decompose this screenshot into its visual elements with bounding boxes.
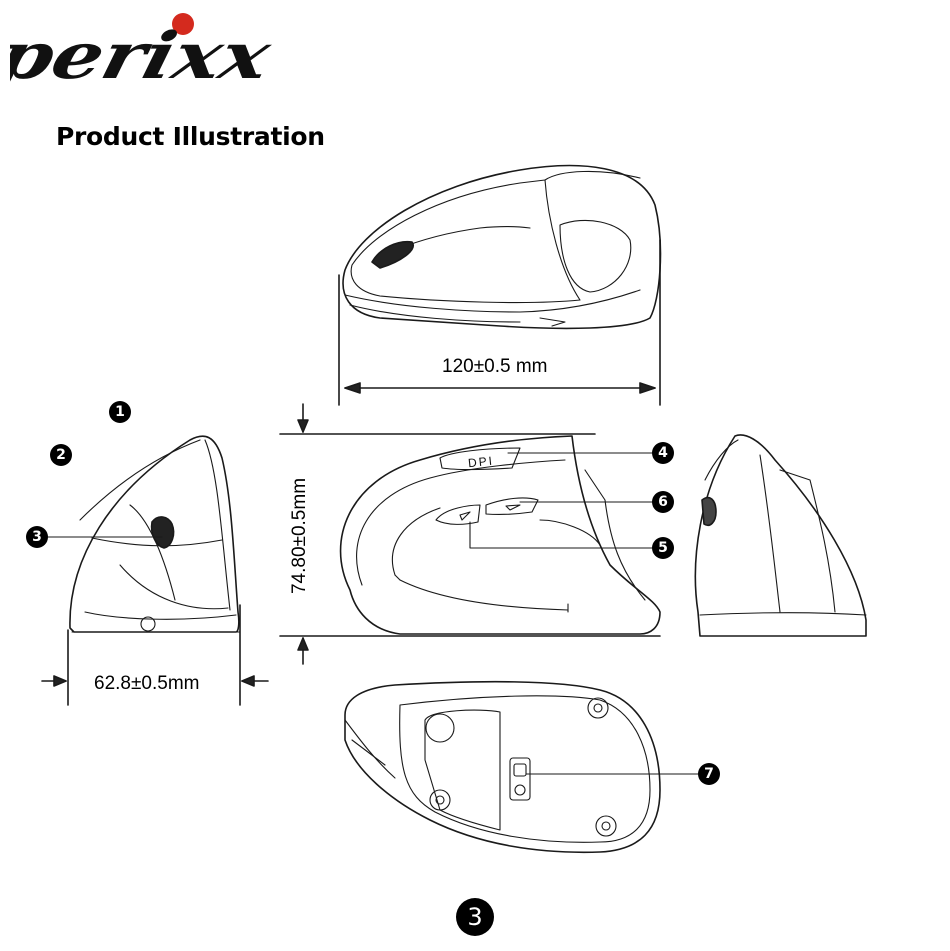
top-view-illustration — [343, 166, 660, 329]
callout-6: 6 — [652, 491, 674, 513]
front-view-illustration — [70, 436, 240, 632]
callout-3: 3 — [26, 526, 48, 548]
dpi-button-label: DPI — [467, 454, 494, 471]
callout-1: 1 — [109, 401, 131, 423]
page-number: 3 — [456, 898, 494, 936]
length-dimension: 120±0.5 mm — [442, 356, 547, 378]
callout-7: 7 — [698, 763, 720, 785]
callout-2: 2 — [50, 444, 72, 466]
rear-view-illustration — [695, 435, 866, 636]
callout-5: 5 — [652, 537, 674, 559]
height-dimension: 74.80±0.5mm — [289, 478, 311, 594]
callout-4: 4 — [652, 442, 674, 464]
side-view-illustration — [341, 436, 660, 634]
callout-leader-lines — [38, 453, 698, 774]
bottom-view-illustration — [345, 682, 660, 853]
width-dimension: 62.8±0.5mm — [94, 673, 199, 695]
